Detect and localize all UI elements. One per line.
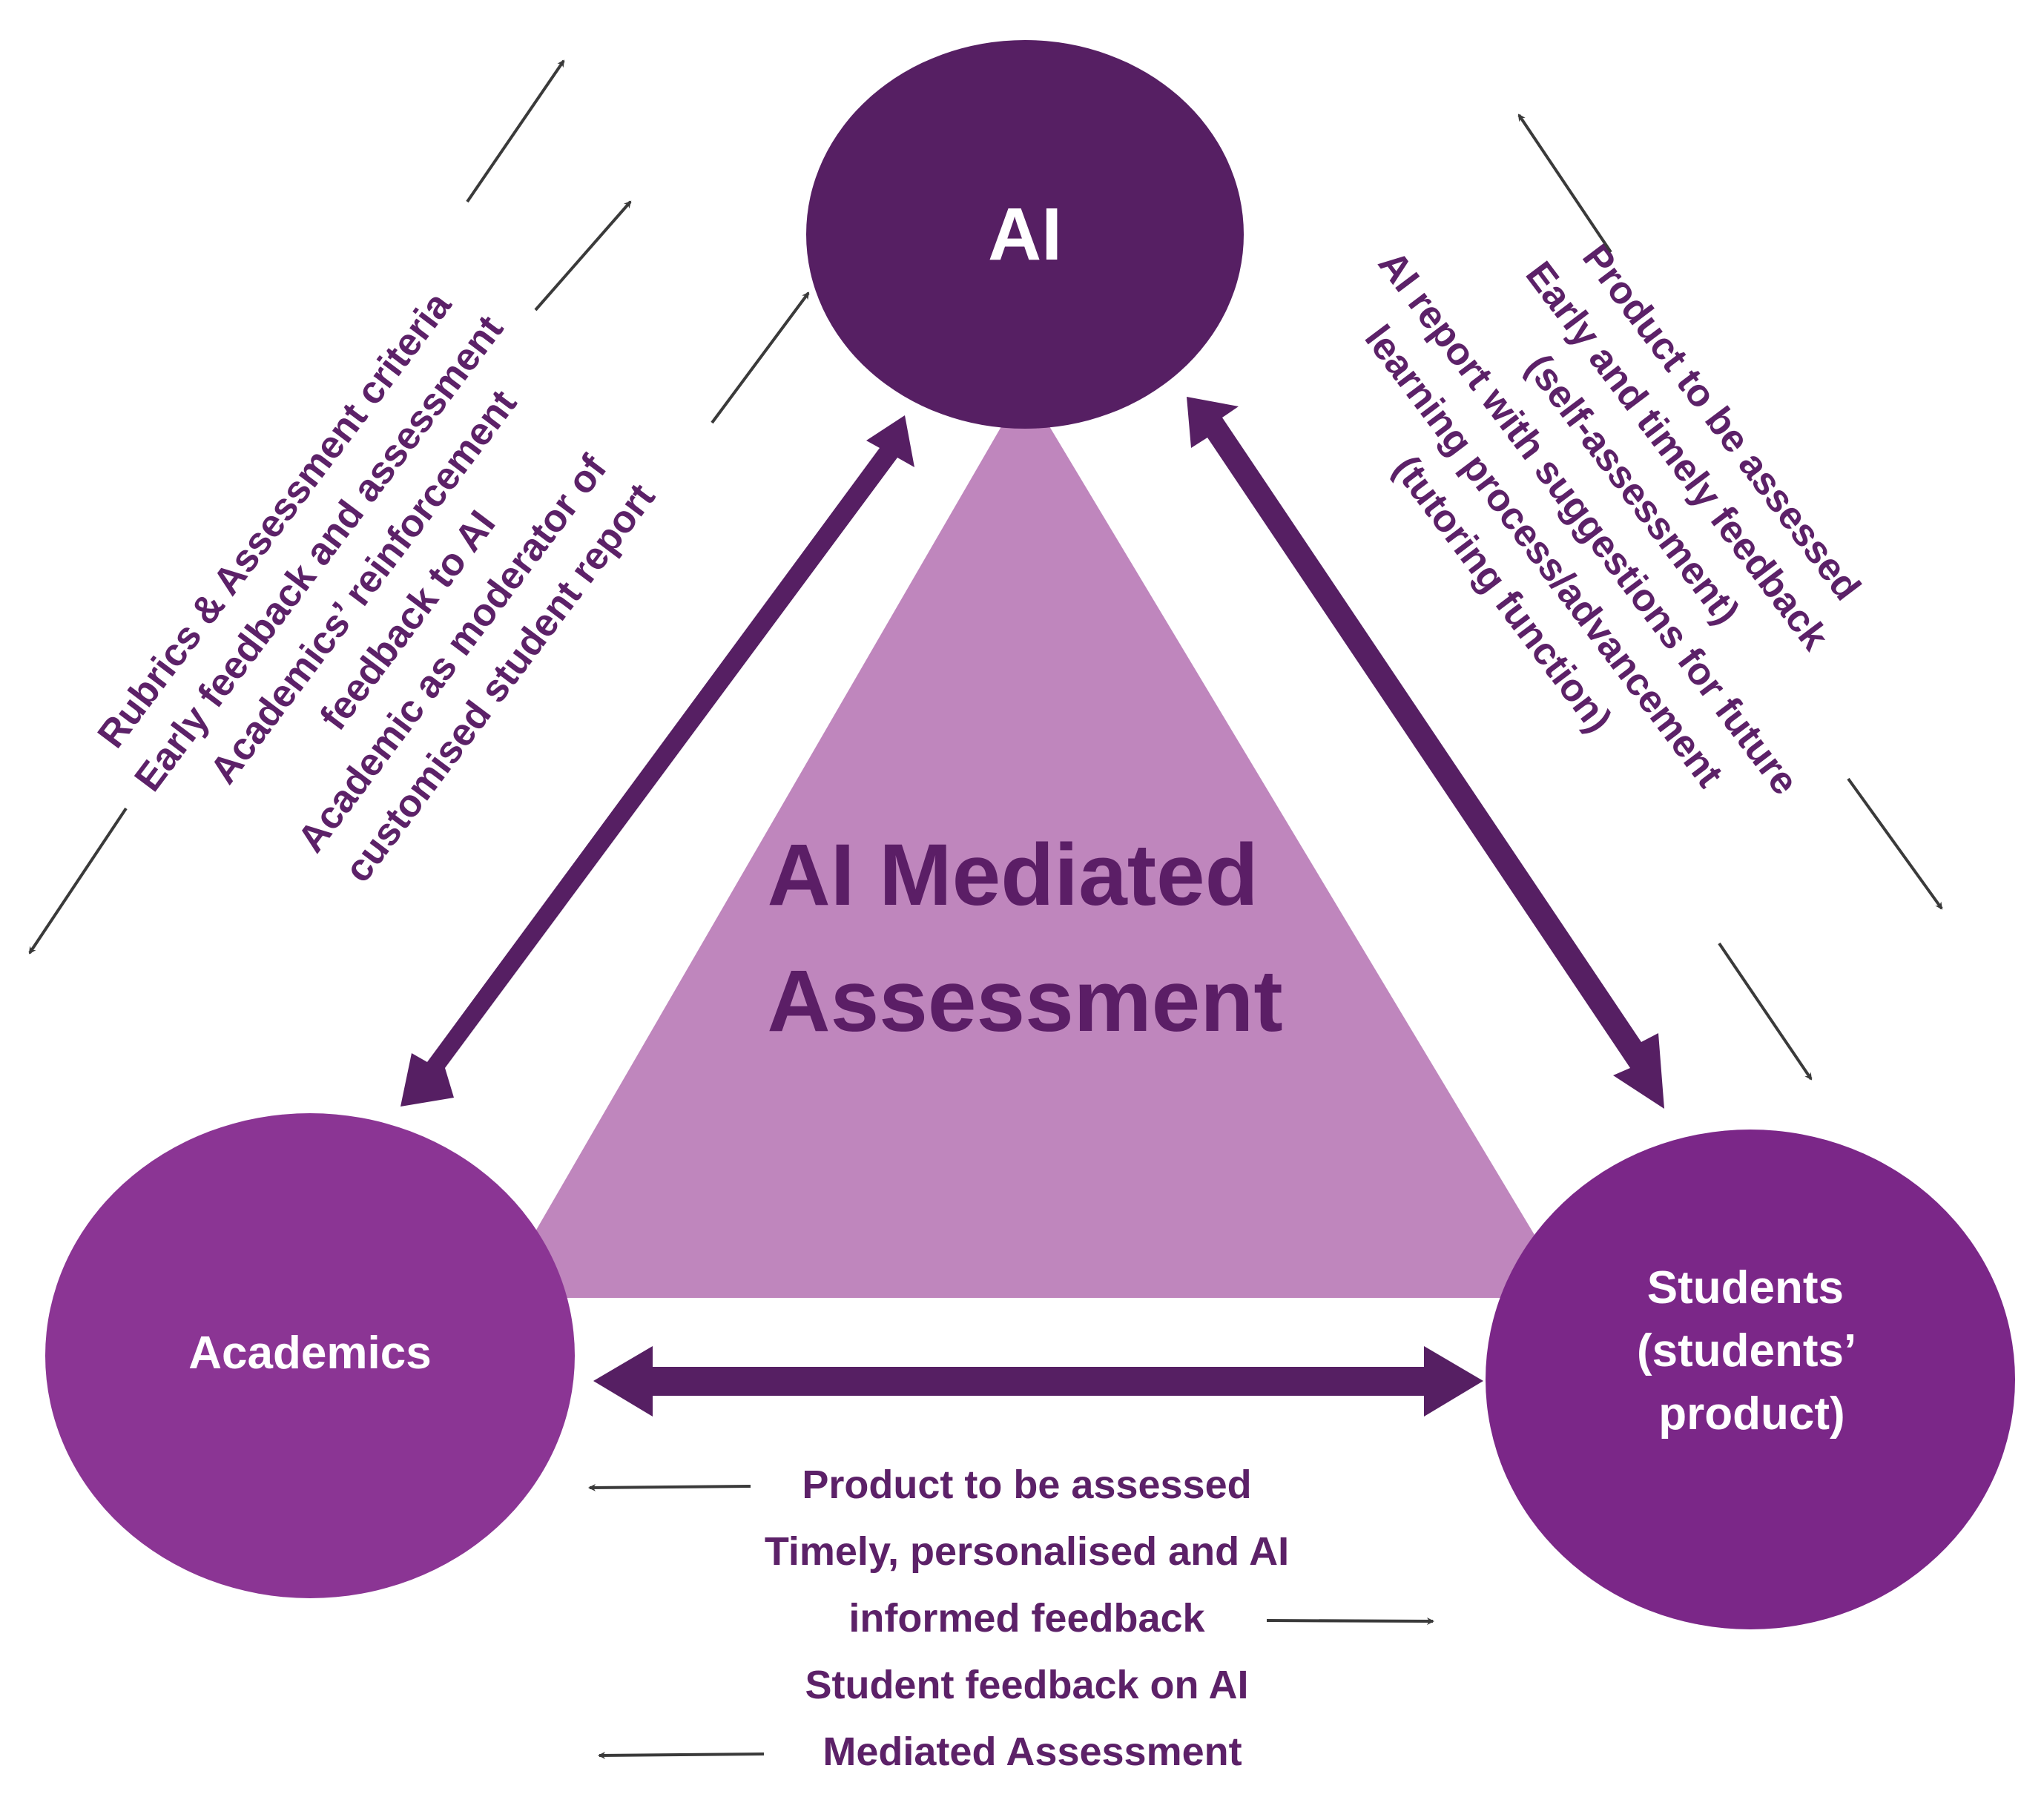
thin-arrow-to-ai-3 bbox=[711, 291, 810, 424]
thin-arrow-bottom-to-academics-1 bbox=[588, 1483, 751, 1491]
academics-node[interactable] bbox=[45, 1113, 575, 1598]
ai-students-labels: Product to be assessed Early and timely … bbox=[1281, 142, 1946, 878]
svg-text:Product to be assessed E: Product to be assessed Early and timely … bbox=[1281, 142, 1946, 878]
center-title-line: AI Mediated bbox=[768, 826, 1259, 924]
thin-arrow-to-ai-right bbox=[1517, 113, 1612, 254]
ai-node[interactable] bbox=[806, 40, 1244, 429]
thick-arrow-ai-students bbox=[1187, 397, 1664, 1109]
students-node-label: Students (students’ product) bbox=[1637, 1262, 1867, 1440]
thick-arrow-academics-ai bbox=[400, 415, 914, 1107]
thin-arrow-bottom-to-students bbox=[1266, 1617, 1434, 1625]
center-title: AI Mediated Assessment bbox=[767, 826, 1282, 1050]
edge-label-line: Product to be assessed bbox=[802, 1463, 1251, 1507]
academics-node-label: Academics bbox=[188, 1328, 431, 1379]
thick-arrow-academics-students bbox=[593, 1346, 1483, 1417]
students-node[interactable] bbox=[1486, 1130, 2015, 1629]
thin-arrow-to-academics bbox=[28, 807, 128, 954]
thin-arrow-to-students-1 bbox=[1847, 777, 1943, 910]
ai-node-label: AI bbox=[988, 193, 1062, 276]
thin-arrow-to-ai-1 bbox=[466, 59, 565, 203]
center-triangle bbox=[497, 386, 1572, 1298]
edge-label-line: Mediated Assessment bbox=[822, 1730, 1242, 1774]
edge-label-line: Student feedback on AI bbox=[805, 1663, 1248, 1707]
academics-students-labels: Product to be assessed Timely, personali… bbox=[765, 1463, 1300, 1774]
students-label-line: product) bbox=[1658, 1388, 1844, 1440]
students-label-line: (students’ bbox=[1637, 1325, 1854, 1376]
center-title-line: Assessment bbox=[767, 952, 1282, 1050]
thin-arrow-to-ai-2 bbox=[534, 200, 632, 311]
thin-arrow-bottom-to-academics-2 bbox=[598, 1751, 765, 1759]
thin-arrow-to-students-2 bbox=[1718, 942, 1813, 1081]
edge-label-line: informed feedback bbox=[848, 1596, 1205, 1641]
edge-label-line: Timely, personalised and AI bbox=[765, 1529, 1289, 1574]
students-label-line: Students bbox=[1647, 1262, 1844, 1313]
